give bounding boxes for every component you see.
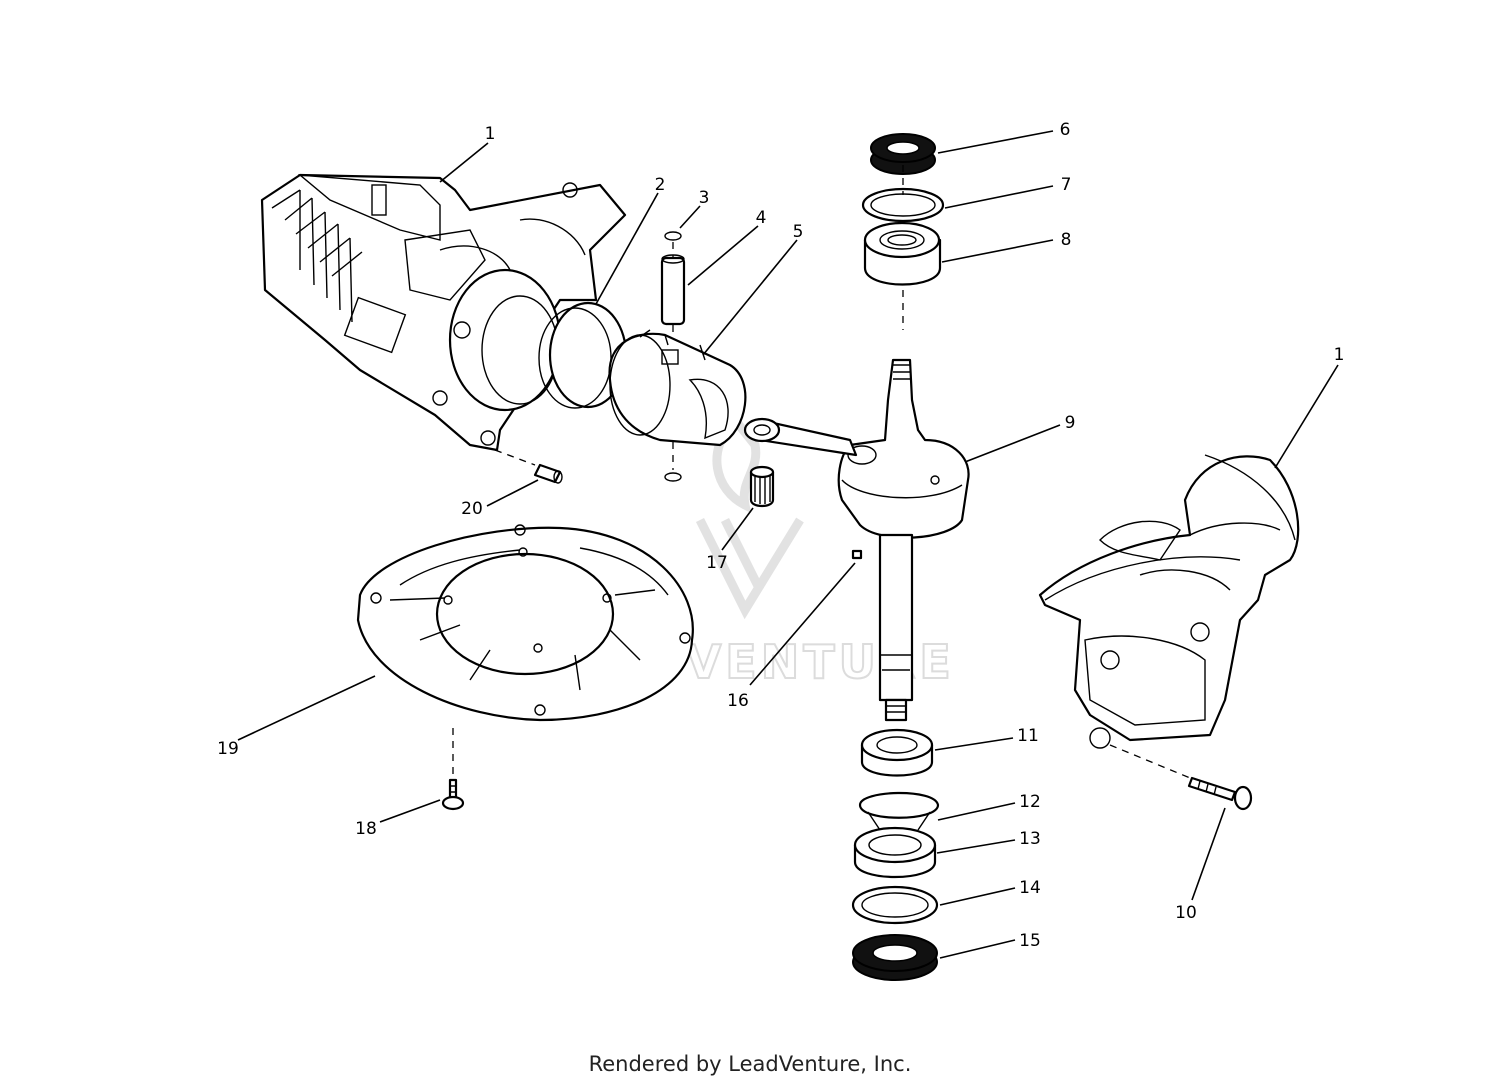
piston-pin-clip-bottom xyxy=(664,472,682,482)
callout-5: 5 xyxy=(793,222,804,242)
callout-18: 18 xyxy=(355,819,377,839)
callout-16: 16 xyxy=(727,691,749,711)
callout-3: 3 xyxy=(699,188,710,208)
oil-seal-lower-part xyxy=(852,934,938,981)
woodruff-key-part xyxy=(851,549,863,560)
crankcase-half-right-part xyxy=(1038,454,1300,749)
bolt-long-part xyxy=(1187,776,1253,811)
shim-ring-top-part xyxy=(861,187,945,223)
callout-9: 9 xyxy=(1065,413,1076,433)
cylinder-crankcase-part xyxy=(260,173,627,452)
screw-small-part xyxy=(441,778,465,811)
callout-10: 10 xyxy=(1175,903,1197,923)
callout-6: 6 xyxy=(1060,120,1071,140)
shim-ring-bottom-part xyxy=(851,885,939,925)
gasket-plate-part xyxy=(356,524,694,722)
oil-seal-top-part xyxy=(870,133,936,175)
ball-bearing-top-part xyxy=(863,221,942,286)
callout-4: 4 xyxy=(756,208,767,228)
ball-bearing-bottom-part xyxy=(853,826,937,878)
callout-19: 19 xyxy=(217,739,239,759)
callout-13: 13 xyxy=(1019,829,1041,849)
callout-labels: 1 1 2 3 4 5 6 7 8 9 10 11 12 13 14 15 16… xyxy=(217,120,1344,951)
callout-2: 2 xyxy=(655,175,666,195)
callout-17: 17 xyxy=(706,553,728,573)
callout-1-cylinder: 1 xyxy=(485,124,496,144)
piston-part xyxy=(608,329,747,447)
needle-bearing-part xyxy=(749,465,775,508)
crankshaft-part xyxy=(743,358,970,722)
callout-15: 15 xyxy=(1019,931,1041,951)
callout-7: 7 xyxy=(1061,175,1072,195)
callout-12: 12 xyxy=(1019,792,1041,812)
piston-pin-part xyxy=(660,254,686,326)
retaining-ring-part xyxy=(858,791,940,831)
callout-20: 20 xyxy=(461,499,483,519)
callout-14: 14 xyxy=(1019,878,1041,898)
callout-1-crankcase: 1 xyxy=(1334,345,1345,365)
oil-seal-bottom-part xyxy=(860,728,934,777)
callout-8: 8 xyxy=(1061,230,1072,250)
render-credit: Rendered by LeadVenture, Inc. xyxy=(588,1052,912,1076)
dowel-pin-part xyxy=(533,463,563,484)
piston-pin-clip-top xyxy=(664,231,682,241)
callout-11: 11 xyxy=(1017,726,1039,746)
leader-lines xyxy=(237,130,1339,959)
